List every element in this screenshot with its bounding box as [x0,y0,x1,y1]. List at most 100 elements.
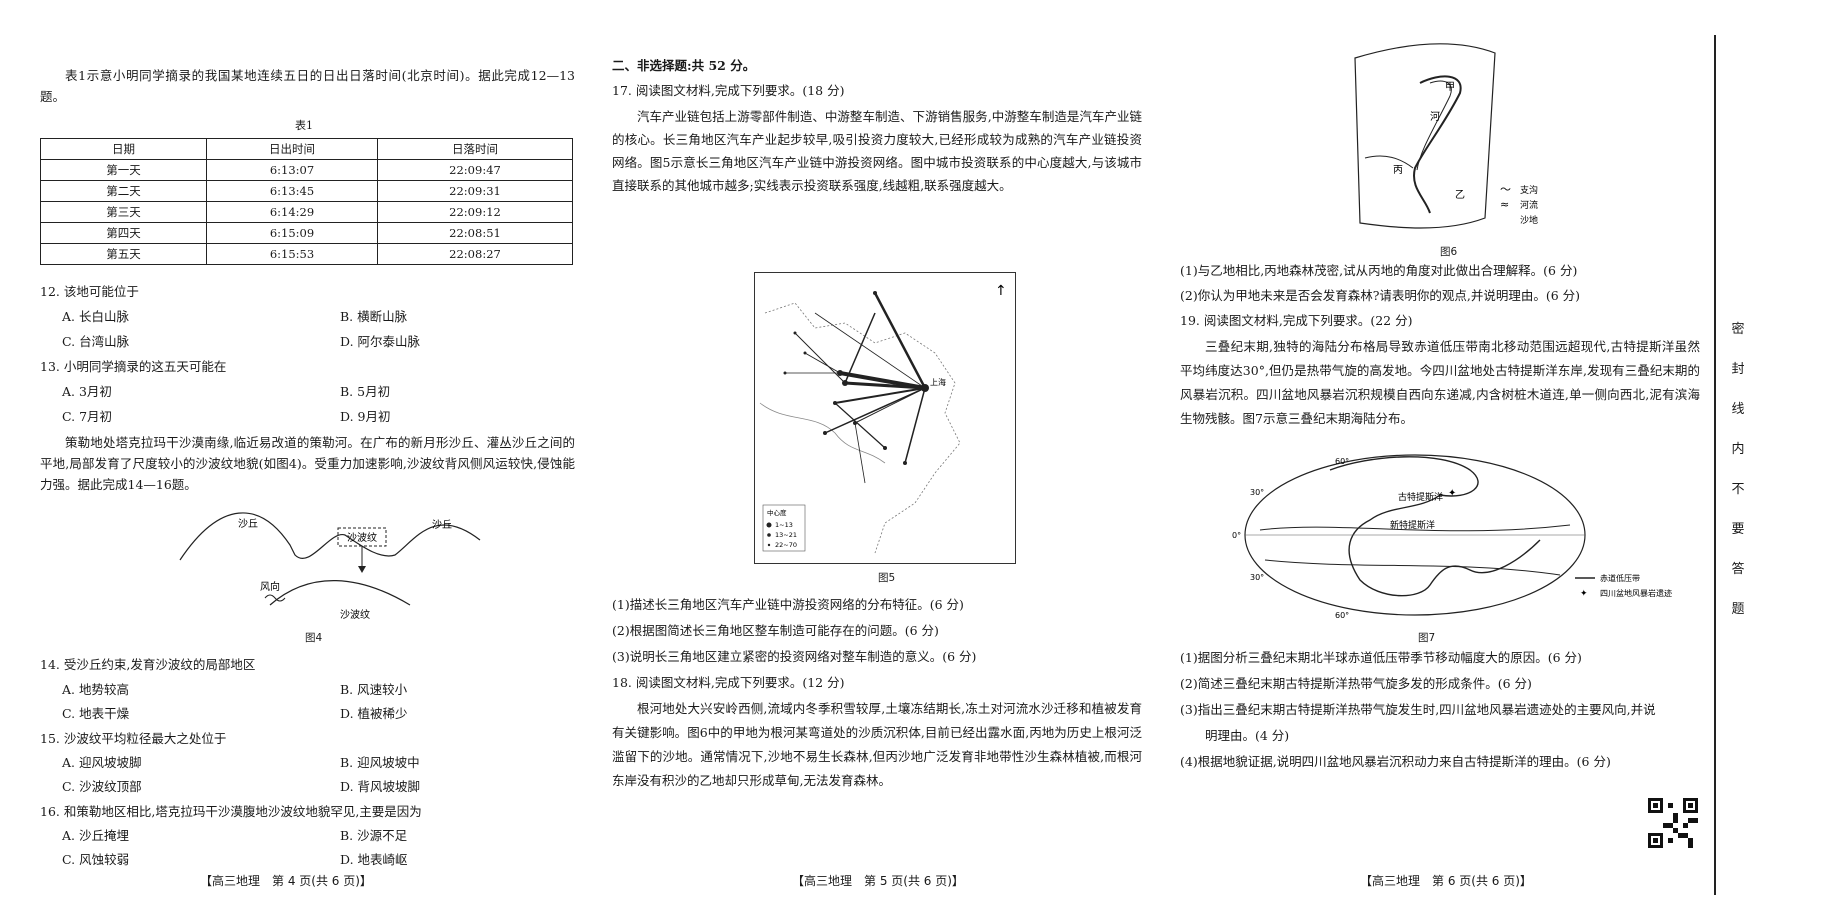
option-14a[interactable]: A. 地势较高 [62,682,129,697]
question-16: 16. 和策勒地区相比,塔克拉玛干沙漠腹地沙波纹地貌罕见,主要是因为 [40,804,422,819]
intro-passage: 表1示意小明同学摘录的我国某地连续五日的日出日落时间(北京时间)。据此完成12—… [40,68,575,104]
seal-char: 封 [1731,362,1745,377]
question-17-passage: 汽车产业链包括上游零部件制造、中游整车制造、下游销售服务,中游整车制造是汽车产业… [612,109,1142,193]
subquestion-19-3-cont: 明理由。(4 分) [1205,728,1290,743]
option-16d[interactable]: D. 地表崎岖 [340,852,408,867]
wind-icon [264,594,286,602]
table-cell: 22:09:12 [377,201,573,223]
question-19: 19. 阅读图文材料,完成下列要求。(22 分) [1180,313,1413,328]
figure-5-caption: 图5 [878,572,896,584]
page-footer: 【高三地理 第 6 页(共 6 页)】 [1360,874,1532,888]
option-14d[interactable]: D. 植被稀少 [340,706,408,721]
option-12d[interactable]: D. 阿尔泰山脉 [340,334,421,349]
question-13: 13. 小明同学摘录的这五天可能在 [40,359,227,374]
north-arrow-icon: ↑ [995,283,1007,299]
option-15a[interactable]: A. 迎风坡坡脚 [62,755,142,770]
seal-char: 内 [1731,442,1745,457]
option-13a[interactable]: A. 3月初 [62,384,112,399]
legend-item: 13~21 [775,531,797,539]
option-13b[interactable]: B. 5月初 [340,384,391,399]
network-lines [785,292,927,484]
lat-label: 0° [1232,531,1241,540]
page-footer: 【高三地理 第 4 页(共 6 页)】 [200,874,372,888]
option-13c[interactable]: C. 7月初 [62,409,113,424]
legend-item: 22~70 [775,541,797,549]
figure-6-caption: 图6 [1440,246,1458,258]
page-4: 表1示意小明同学摘录的我国某地连续五日的日出日落时间(北京时间)。据此完成12—… [40,0,585,900]
question-18-passage: 根河地处大兴安岭西侧,流域内冬季积雪较厚,土壤冻结期长,冻土对河流水沙迁移和植被… [612,701,1142,788]
option-16b[interactable]: B. 沙源不足 [340,828,408,843]
legend-river: 河流 [1520,199,1538,211]
equatorial-low-north [1259,524,1571,532]
option-14b[interactable]: B. 风速较小 [340,682,408,697]
tributary [1364,155,1414,169]
table-cell: 22:09:31 [377,180,573,202]
legend-river-icon: ≈ [1500,198,1509,211]
table-cell: 第四天 [40,222,207,244]
option-12a[interactable]: A. 长白山脉 [62,309,129,324]
option-12b[interactable]: B. 横断山脉 [340,309,408,324]
legend-tributary: 支沟 [1520,184,1538,196]
lat-label: 60° [1335,611,1349,620]
dune-profile [179,512,481,561]
subquestion-18-2: (2)你认为甲地未来是否会发育森林?请表明你的观点,并说明理由。(6 分) [1180,288,1581,303]
option-15d[interactable]: D. 背风坡坡脚 [340,779,421,794]
option-15b[interactable]: B. 迎风坡坡中 [340,755,420,770]
subquestion-17-2: (2)根据图简述长三角地区整车制造可能存在的问题。(6 分) [612,623,939,638]
table-cell: 6:13:45 [206,180,378,202]
option-14c[interactable]: C. 地表干燥 [62,706,130,721]
table-cell: 第三天 [40,201,207,223]
legend-sand: 沙地 [1520,214,1538,226]
lat-label: 60° [1335,457,1349,466]
table-header: 日落时间 [377,138,573,160]
table-title: 表1 [295,119,313,132]
figure-5-network: 上海 ↑ 中心度 1~13 13~21 22~70 [759,283,1007,554]
option-15c[interactable]: C. 沙波纹顶部 [62,779,142,794]
option-13d[interactable]: D. 9月初 [340,409,391,424]
question-19-passage: 三叠纪末期,独特的海陆分布格局导致赤道低压带南北移动范围远超现代,古特提斯洋虽然… [1180,339,1700,426]
table-header-row: 日期 日出时间 日落时间 [40,138,573,160]
ripple-box-label: 沙波纹 [347,531,377,544]
page-6: 甲 河 丙 乙 ～ 支沟 ≈ 河流 沙地 图6 (1)与乙地相比,丙地森林茂密,… [1180,0,1700,900]
question-18-subquestions: (1)与乙地相比,丙地森林茂密,试从丙地的角度对此做出合理解释。(6 分) (2… [1180,258,1580,308]
page-5: 二、非选择题:共 52 分。 17. 阅读图文材料,完成下列要求。(18 分) … [612,0,1152,900]
legend-item: 1~13 [775,521,793,529]
ripple-profile [269,580,411,606]
subquestion-17-1: (1)描述长三角地区汽车产业链中游投资网络的分布特征。(6 分) [612,597,964,612]
option-16a[interactable]: A. 沙丘掩埋 [62,828,129,843]
qr-code-icon [1648,798,1698,848]
label-bing: 丙 [1393,165,1403,176]
question-17-subquestions: (1)描述长三角地区汽车产业链中游投资网络的分布特征。(6 分) (2)根据图简… [612,592,976,670]
option-16c[interactable]: C. 风蚀较弱 [62,852,130,867]
legend-equatorial-low: 赤道低压带 [1600,573,1640,583]
seal-char: 题 [1731,602,1745,617]
table-cell: 第二天 [40,180,207,202]
passage-celle: 策勒地处塔克拉玛干沙漠南缘,临近易改道的策勒河。在广布的新月形沙丘、灌丛沙丘之间… [40,435,575,492]
seal-char: 线 [1731,402,1745,417]
section-title: 二、非选择题:共 52 分。 [612,58,756,73]
question-14: 14. 受沙丘约束,发育沙波纹的局部地区 [40,657,256,672]
map-frame [1354,43,1496,229]
seal-char: 答 [1731,562,1745,577]
label-paleo-tethys: 古特提斯洋 [1398,491,1443,503]
table-header: 日出时间 [206,138,378,160]
label-yi: 乙 [1455,189,1465,201]
dune-left-label: 沙丘 [238,518,258,530]
subquestion-19-2: (2)简述三叠纪末期古特提斯洋热带气旋多发的形成条件。(6 分) [1180,676,1532,691]
storm-deposit-marker-icon: ✦ [1448,488,1456,499]
table-header: 日期 [40,138,207,160]
subquestion-17-3: (3)说明长三角地区建立紧密的投资网络对整车制造的意义。(6 分) [612,649,977,664]
option-12c[interactable]: C. 台湾山脉 [62,334,130,349]
label-river: 河 [1430,111,1440,123]
lat-label: 30° [1250,573,1264,582]
label-jia: 甲 [1445,82,1455,93]
figure-5-legend [762,504,806,552]
figure-7-caption: 图7 [1418,632,1436,644]
subquestion-19-1: (1)据图分析三叠纪末期北半球赤道低压带季节移动幅度大的原因。(6 分) [1180,650,1582,665]
seal-line-notice: 密 封 线 内 不 要 答 题 [1728,310,1748,630]
table-cell: 6:13:07 [206,159,378,181]
binding-margin [1714,35,1812,895]
seal-char: 不 [1731,482,1745,497]
